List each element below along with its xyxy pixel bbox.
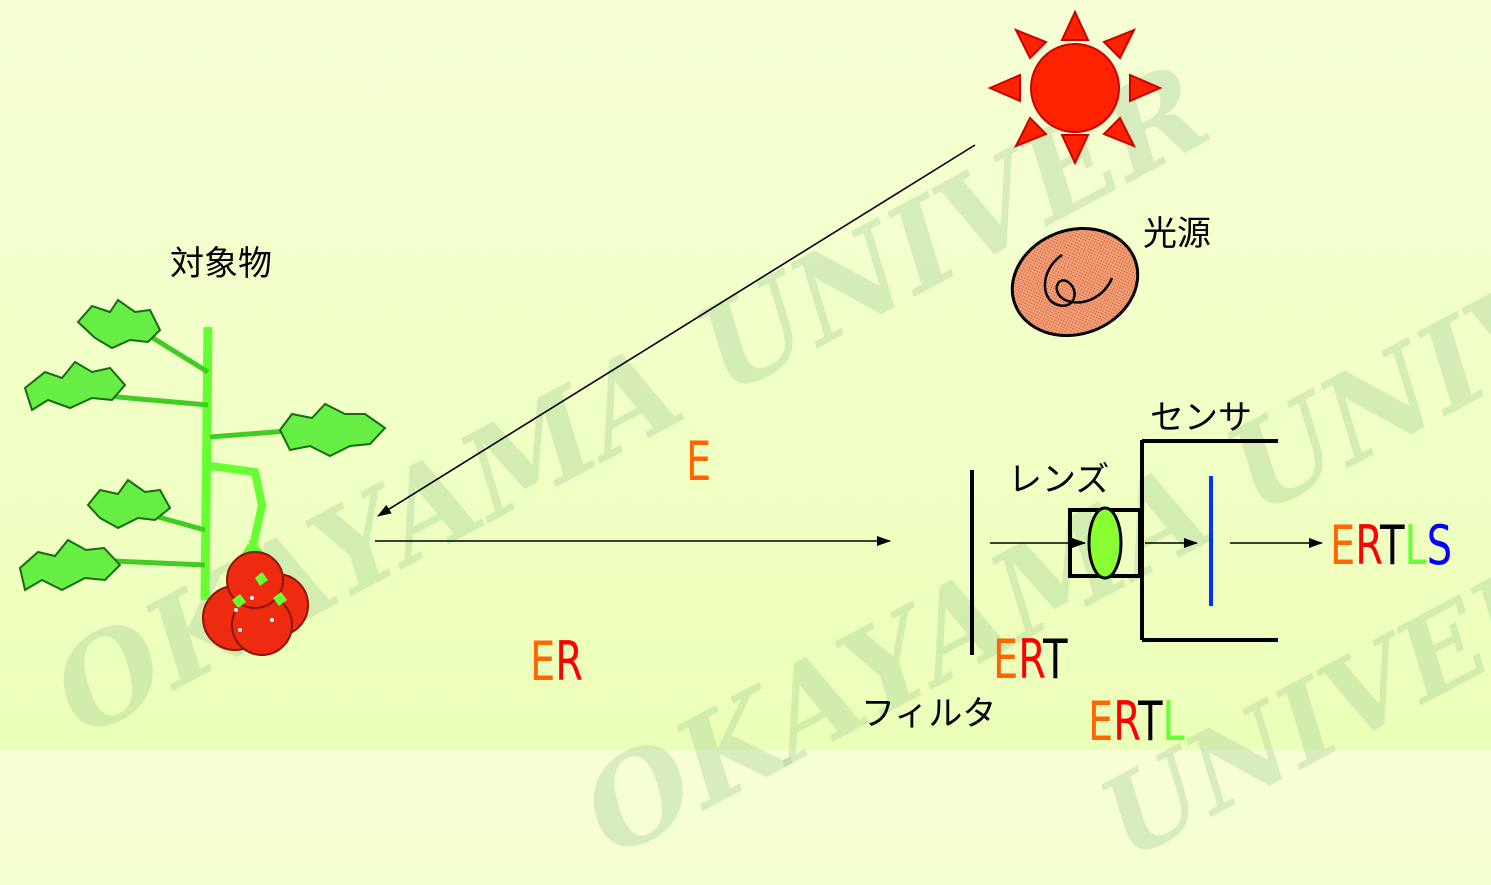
formula-ertl: ERTL	[1088, 690, 1185, 753]
symbol-r: R	[1113, 690, 1139, 753]
incident-light-arrow	[377, 144, 976, 517]
symbol-r: R	[555, 630, 584, 693]
formula-ert: ERT	[993, 628, 1068, 691]
symbol-t: T	[1380, 514, 1405, 577]
formula-ertls: ERTLS	[1330, 514, 1452, 577]
symbol-e: E	[1088, 690, 1114, 753]
filter-label: フィルタ	[861, 694, 997, 734]
symbol-s: S	[1426, 514, 1453, 577]
diagram-canvas	[18, 9, 1323, 656]
lens-icon	[1068, 506, 1142, 580]
symbol-l: L	[1404, 514, 1427, 577]
light-source-label: 光源	[1143, 214, 1211, 254]
symbol-r: R	[1018, 628, 1044, 691]
formula-e: E	[686, 430, 711, 493]
tomato-plant-icon	[18, 298, 387, 656]
symbol-r: R	[1355, 514, 1381, 577]
symbol-t: T	[1138, 690, 1163, 753]
object-label: 対象物	[170, 244, 272, 284]
symbol-e: E	[686, 430, 712, 493]
formula-er: ER	[530, 630, 583, 693]
symbol-e: E	[530, 630, 556, 693]
symbol-e: E	[993, 628, 1019, 691]
sensor-housing	[1140, 439, 1278, 642]
symbol-e: E	[1330, 514, 1356, 577]
sun-icon	[987, 9, 1163, 166]
sensor-label: センサ	[1150, 398, 1252, 438]
lamp-icon	[1010, 226, 1140, 338]
symbol-t: T	[1043, 628, 1068, 691]
symbol-l: L	[1162, 690, 1185, 753]
lens-label: レンズ	[1008, 460, 1110, 500]
